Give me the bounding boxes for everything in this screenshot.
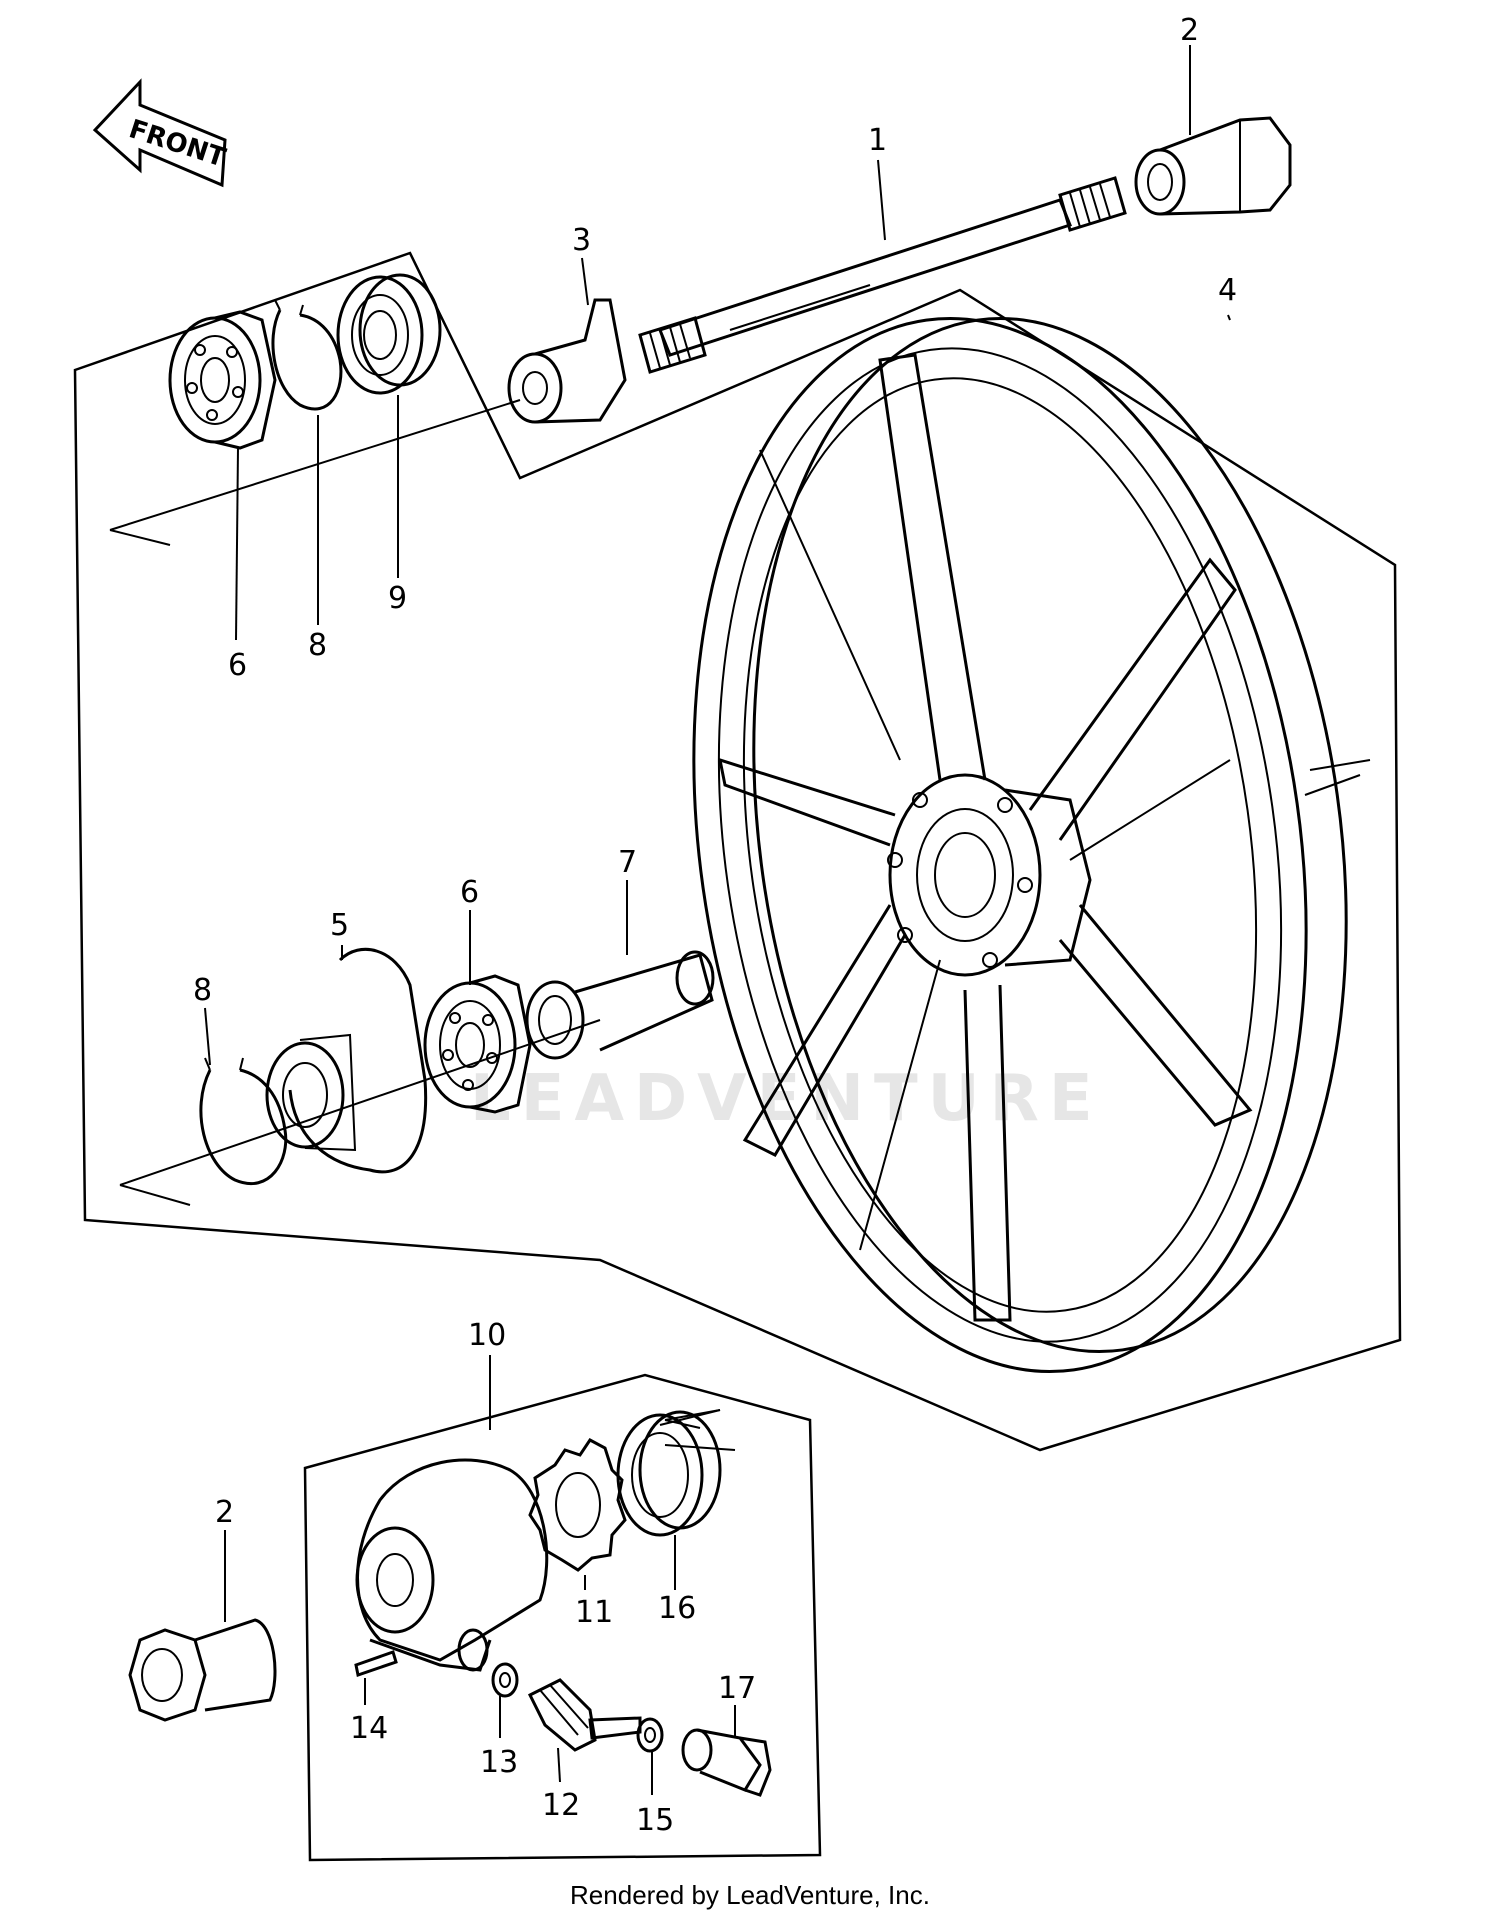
leader-lines	[204, 45, 1231, 1795]
assembly-group-outline	[73, 251, 1402, 1452]
bushing	[681, 1728, 772, 1797]
callout-17: 17	[718, 1671, 756, 1706]
oil-seal	[336, 273, 442, 395]
bearing-top	[168, 310, 277, 450]
callout-8-mid: 8	[193, 973, 212, 1008]
callout-1: 1	[868, 123, 887, 158]
arrow-lines-top	[109, 252, 521, 546]
callout-6-mid: 6	[460, 875, 479, 910]
meter-drive-gear	[528, 1438, 627, 1572]
spacer	[507, 298, 627, 424]
washer	[491, 1662, 519, 1698]
callout-13: 13	[480, 1745, 518, 1780]
grease-seal	[616, 1409, 736, 1537]
collar	[525, 950, 715, 1060]
meter-gear-housing	[355, 1458, 549, 1672]
callout-10: 10	[468, 1318, 506, 1353]
callout-9: 9	[388, 581, 407, 616]
axle-nut-bottom	[128, 1618, 277, 1722]
hub-plate	[265, 947, 428, 1174]
meter-gear-group-outline	[303, 1373, 822, 1862]
callout-12: 12	[542, 1788, 580, 1823]
callout-11: 11	[575, 1595, 613, 1630]
callout-2-bottom: 2	[215, 1495, 234, 1530]
circlip-top	[271, 299, 343, 411]
callout-7: 7	[618, 845, 637, 880]
callout-15: 15	[636, 1803, 674, 1838]
callout-16: 16	[658, 1591, 696, 1626]
callout-5: 5	[330, 908, 349, 943]
axle-nut-top	[1134, 116, 1292, 216]
arrow-lines-mid	[119, 1019, 601, 1206]
pin	[354, 1650, 398, 1677]
pinion	[527, 1678, 642, 1752]
washer-small	[636, 1717, 664, 1753]
callout-8-top: 8	[308, 628, 327, 663]
axle	[638, 176, 1127, 374]
arrow-lines-bottom	[659, 1409, 721, 1429]
callout-2-top: 2	[1180, 13, 1199, 48]
circlip-mid	[199, 1057, 288, 1186]
wheel	[692, 316, 1371, 1374]
callout-6-top: 6	[228, 648, 247, 683]
callout-3: 3	[572, 223, 591, 258]
callout-14: 14	[350, 1711, 388, 1746]
footer-credit: Rendered by LeadVenture, Inc.	[570, 1880, 930, 1910]
front-direction-arrow: FRONT	[92, 78, 229, 188]
callout-4: 4	[1218, 273, 1237, 308]
watermark: LEADVENTURE	[470, 1062, 1103, 1136]
